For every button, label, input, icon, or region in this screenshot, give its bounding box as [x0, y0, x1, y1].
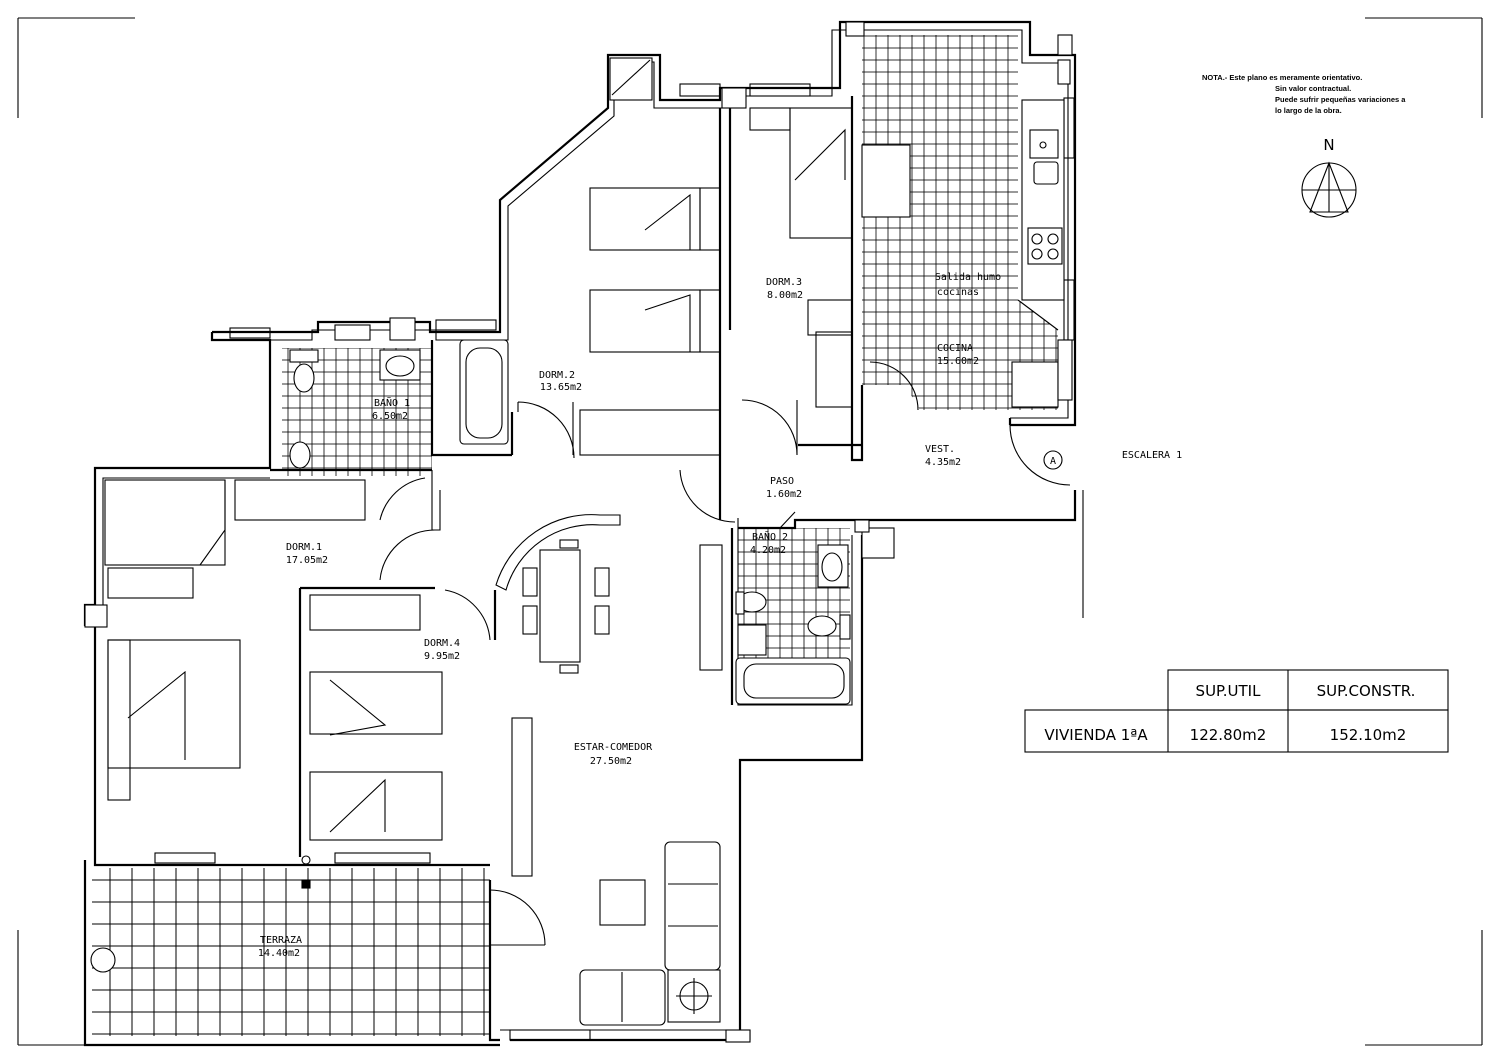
note-line-3: Puede sufrir pequeñas variaciones a [1275, 95, 1406, 104]
vest-name: VEST. [925, 444, 955, 455]
terrace-tiled-floor [92, 868, 490, 1036]
bath2-area: 4.20m2 [750, 545, 786, 556]
disclaimer-note: NOTA.- Este plano es meramente orientati… [1202, 73, 1406, 115]
value-sup-constr: 152.10m2 [1330, 726, 1407, 744]
note-line-2: Sin valor contractual. [1275, 84, 1351, 93]
compass-label: N [1323, 136, 1334, 154]
value-sup-util: 122.80m2 [1190, 726, 1267, 744]
note-line-1: NOTA.- Este plano es meramente orientati… [1202, 73, 1362, 82]
kitchen-name: COCINA [937, 343, 973, 354]
tiled-floors [92, 35, 1058, 1036]
dorm3-name: DORM.3 [766, 277, 802, 288]
columns [84, 21, 870, 1043]
entrance-marker: A [1043, 450, 1063, 470]
living-furniture [90, 514, 721, 1026]
dorm1-area: 17.05m2 [286, 555, 328, 566]
vest-area: 4.35m2 [925, 457, 961, 468]
room-labels: DORM.2 13.65m2 DORM.3 8.00m2 COCINA 15.6… [258, 272, 1001, 959]
bath1-area: 6.50m2 [372, 411, 408, 422]
bathroom-fixtures [289, 317, 895, 705]
kitchen-tiled-floor [862, 35, 1058, 410]
note-line-4: lo largo de la obra. [1275, 106, 1342, 115]
area-summary-table: SUP.UTIL SUP.CONSTR. VIVIENDA 1ªA 122.80… [1024, 669, 1449, 753]
header-sup-constr: SUP.CONSTR. [1317, 682, 1416, 700]
entrance-letter: A [1050, 456, 1056, 467]
frame-corner-marks [17, 17, 1483, 1046]
north-compass-icon: N [1301, 136, 1357, 218]
bath1-name: BAÑO 1 [374, 396, 410, 409]
terrace-area: 14.40m2 [258, 948, 300, 959]
kitchen-fittings [861, 34, 1073, 408]
paso-name: PASO [770, 476, 794, 487]
living-name: ESTAR-COMEDOR [574, 742, 653, 753]
dorm3-area: 8.00m2 [767, 290, 803, 301]
kitchen-area: 15.60m2 [937, 356, 979, 367]
dorm4-area: 9.95m2 [424, 651, 460, 662]
doors [379, 361, 1071, 946]
bath2-name: BAÑO 2 [752, 530, 788, 543]
header-sup-util: SUP.UTIL [1196, 682, 1262, 700]
dorm2-area: 13.65m2 [540, 382, 582, 393]
wardrobes [104, 107, 853, 877]
living-area: 27.50m2 [590, 756, 632, 767]
terrace-name: TERRAZA [260, 935, 302, 946]
dorm4-name: DORM.4 [424, 638, 460, 649]
stair-label: ESCALERA 1 [1122, 450, 1182, 461]
beds [107, 107, 853, 841]
smoke-outlet-line-2: cocinas [937, 287, 979, 298]
smoke-outlet-line-1: Salida humo [935, 272, 1001, 283]
walls [83, 20, 1084, 1047]
dorm1-name: DORM.1 [286, 542, 322, 553]
row-label-vivienda: VIVIENDA 1ªA [1044, 726, 1148, 744]
dorm2-name: DORM.2 [539, 370, 575, 381]
paso-area: 1.60m2 [766, 489, 802, 500]
